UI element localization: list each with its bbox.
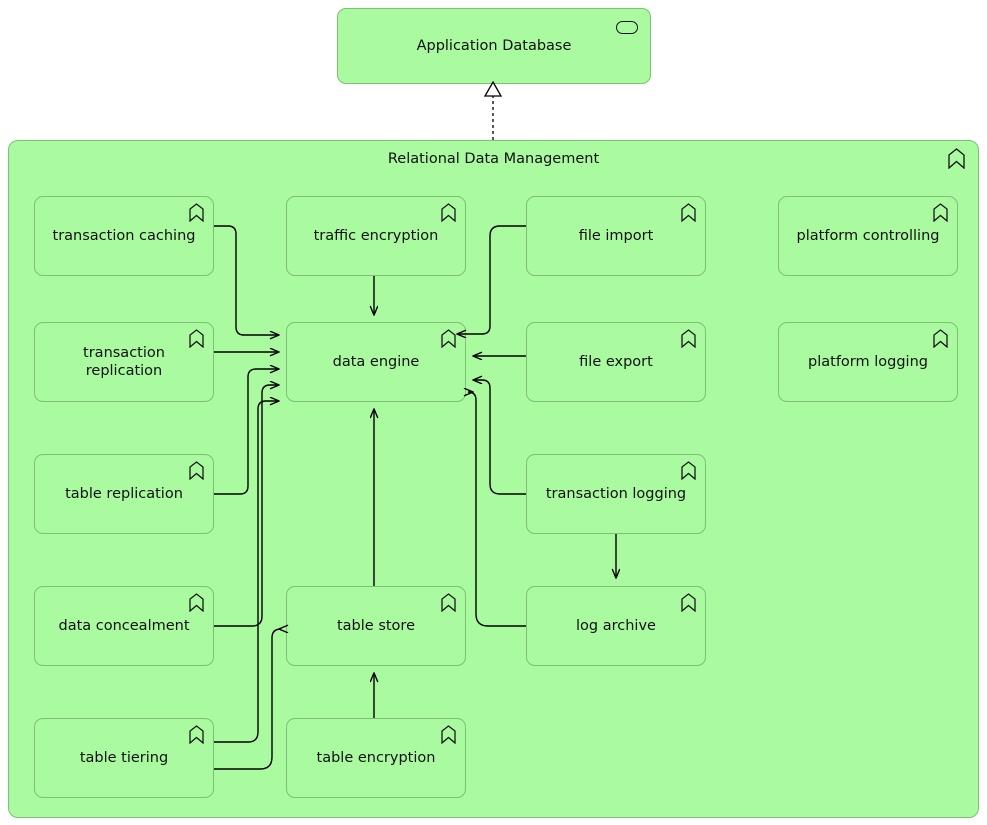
node-label: log archive [576, 617, 656, 634]
function-chevron-icon [189, 329, 204, 348]
node-table-store[interactable]: table store [286, 586, 466, 666]
node-label: table tiering [79, 749, 169, 766]
node-transaction-logging[interactable]: transaction logging [526, 454, 706, 534]
node-file-export[interactable]: file export [526, 322, 706, 402]
function-chevron-icon [189, 461, 204, 480]
node-label: platform logging [808, 353, 928, 370]
node-label: data engine [332, 353, 420, 370]
node-label: table encryption [316, 749, 436, 766]
node-label: data concealment [58, 617, 190, 634]
application-service-icon [616, 21, 638, 34]
node-label: transaction caching [52, 227, 196, 244]
node-log-archive[interactable]: log archive [526, 586, 706, 666]
function-chevron-icon [681, 329, 696, 348]
node-label: transaction logging [545, 485, 687, 502]
node-label: transaction replication [83, 344, 165, 379]
node-traffic-encryption[interactable]: traffic encryption [286, 196, 466, 276]
function-chevron-icon [681, 203, 696, 222]
node-label: table replication [65, 485, 183, 502]
relationship-realization [483, 80, 503, 140]
function-chevron-icon [441, 203, 456, 222]
node-data-engine[interactable]: data engine [286, 322, 466, 402]
node-table-replication[interactable]: table replication [34, 454, 214, 534]
function-chevron-icon [189, 725, 204, 744]
node-label: platform controlling [796, 227, 940, 244]
function-chevron-icon [681, 461, 696, 480]
function-chevron-icon [441, 593, 456, 612]
node-data-concealment[interactable]: data concealment [34, 586, 214, 666]
node-label: file import [578, 227, 654, 244]
node-label: Application Database [416, 37, 572, 54]
group-title: Relational Data Management [387, 151, 600, 167]
function-chevron-icon [441, 329, 456, 348]
node-label: traffic encryption [313, 227, 439, 244]
node-table-tiering[interactable]: table tiering [34, 718, 214, 798]
node-transaction-replication[interactable]: transaction replication [34, 322, 214, 402]
node-file-import[interactable]: file import [526, 196, 706, 276]
node-platform-controlling[interactable]: platform controlling [778, 196, 958, 276]
function-chevron-icon [948, 148, 965, 169]
function-chevron-icon [189, 203, 204, 222]
function-chevron-icon [933, 329, 948, 348]
node-label: file export [579, 353, 653, 370]
node-platform-logging[interactable]: platform logging [778, 322, 958, 402]
function-chevron-icon [189, 593, 204, 612]
node-application-database[interactable]: Application Database [337, 8, 651, 84]
node-label: table store [336, 617, 415, 634]
node-transaction-caching[interactable]: transaction caching [34, 196, 214, 276]
function-chevron-icon [933, 203, 948, 222]
function-chevron-icon [681, 593, 696, 612]
node-table-encryption[interactable]: table encryption [286, 718, 466, 798]
function-chevron-icon [441, 725, 456, 744]
